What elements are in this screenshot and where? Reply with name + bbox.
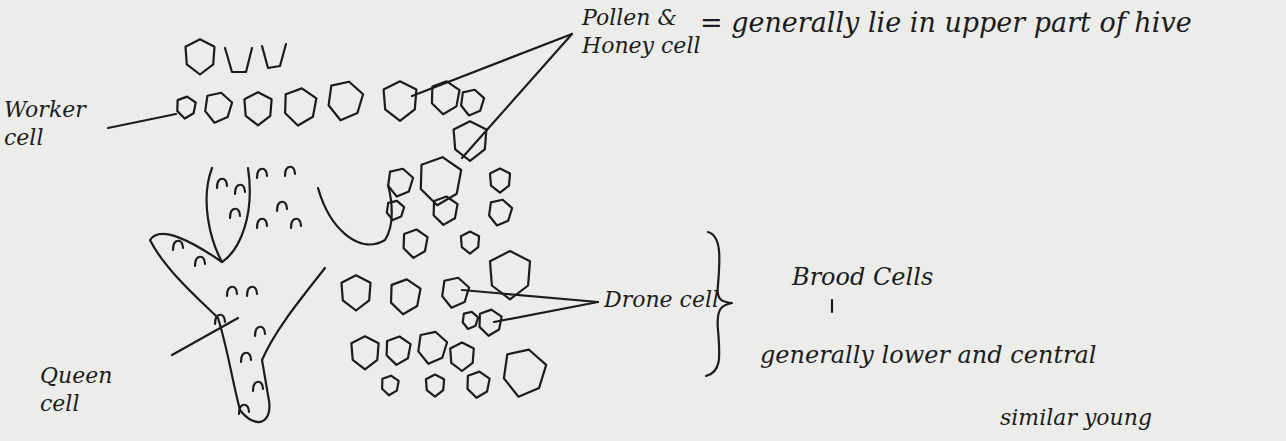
leader-line <box>172 318 238 355</box>
hex-cell <box>329 82 364 121</box>
tick-mark <box>831 300 833 312</box>
hex-cell <box>454 121 487 161</box>
hex-cell <box>387 337 411 365</box>
hex-cell <box>434 197 458 225</box>
label: Drone cell <box>604 286 754 314</box>
leader-line <box>462 290 598 302</box>
queen-cell-mark <box>247 287 257 296</box>
hex-cell <box>426 375 444 397</box>
hex-cell <box>461 90 484 116</box>
label: = generally lie in upper part of hive <box>700 6 1280 40</box>
hex-cell <box>468 372 490 398</box>
open-cell <box>225 48 252 72</box>
hex-cell <box>388 169 413 197</box>
hex-cell <box>480 310 502 336</box>
leader-line <box>412 34 572 96</box>
hex-cell <box>450 342 474 371</box>
queen-cell-mark <box>215 315 225 324</box>
hex-cell <box>463 312 478 329</box>
queen-cell-marks <box>173 167 301 414</box>
label: Worker cell <box>4 96 104 151</box>
queen-cell-mark <box>255 327 265 336</box>
queen-cell-mark <box>227 287 237 296</box>
queen-cell-mark <box>257 219 267 228</box>
open-cell <box>262 44 286 68</box>
label: Brood Cells <box>792 262 1012 292</box>
queen-cell-mark <box>253 382 263 391</box>
queen-cell-outline <box>150 168 325 422</box>
queen-cell-mark <box>277 202 287 211</box>
queen-cell-mark <box>241 353 251 362</box>
queen-cell-mark <box>235 185 245 194</box>
hex-cell <box>342 275 371 310</box>
label: Queen cell <box>40 362 150 417</box>
hex-cell <box>382 376 399 396</box>
hex-cell <box>387 201 404 220</box>
queen-cell-mark <box>217 179 227 188</box>
queen-cell-mark <box>291 219 301 228</box>
hex-cell <box>285 88 316 125</box>
hex-cell <box>461 232 479 254</box>
hex-cell <box>205 93 232 123</box>
leader-line <box>494 302 598 322</box>
queen-cell-mark <box>285 167 295 176</box>
hex-cell <box>244 92 271 125</box>
hex-cell <box>404 230 428 258</box>
comb-cells <box>177 39 546 398</box>
queen-cell-mark <box>257 169 267 178</box>
label: generally lower and central <box>760 340 1280 370</box>
hex-cell <box>177 97 195 119</box>
hex-cell <box>384 81 417 121</box>
queen-cell-mark <box>239 405 249 414</box>
hex-cell <box>442 278 469 308</box>
hex-cell <box>391 279 421 314</box>
hex-cell <box>418 332 447 364</box>
leader-line <box>108 114 176 128</box>
hex-cell <box>186 39 215 74</box>
label: Pollen & Honey cell <box>582 4 702 59</box>
leader-line <box>462 34 572 158</box>
hex-cell <box>504 350 546 397</box>
queen-cell-mark <box>173 241 183 250</box>
queen-cell-mark <box>230 209 240 218</box>
label: similar young <box>1000 404 1280 432</box>
hex-cell <box>351 336 378 369</box>
hex-cell <box>490 169 510 193</box>
queen-cell-mark <box>195 257 205 266</box>
hex-cell <box>489 200 512 226</box>
queen-cell-outline <box>318 185 392 244</box>
